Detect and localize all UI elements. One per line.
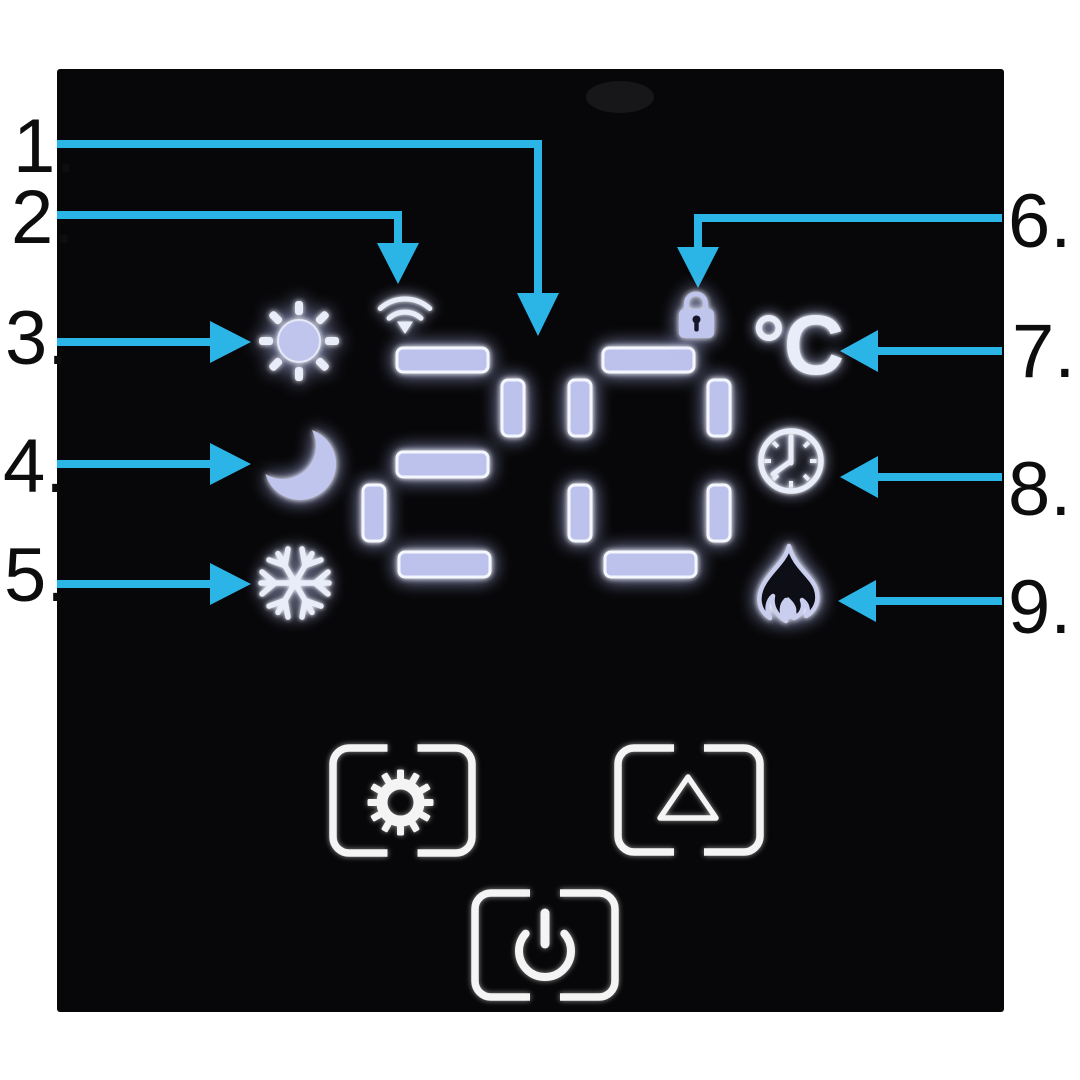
callout-arrow-1-temperature [57, 140, 559, 336]
callout-label-4: 4. [3, 424, 66, 509]
callout-arrow-3-sun [57, 321, 251, 363]
celsius-icon: °C [752, 298, 845, 392]
callout-arrow-2-wifi [57, 211, 419, 284]
temperature-digit-segment [361, 483, 387, 543]
temperature-digit-segment [706, 483, 732, 543]
callout-arrow-4-moon [57, 443, 251, 485]
callout-arrow-8-clock [840, 456, 1002, 498]
callout-label-8: 8. [1008, 447, 1071, 532]
callout-arrow-6-lock [677, 214, 1002, 288]
power-button[interactable] [471, 889, 619, 1001]
callout-label-1: 1. [13, 104, 76, 189]
callout-label-3: 3. [5, 296, 68, 381]
wifi-icon [377, 296, 433, 334]
temperature-digit-segment [500, 378, 526, 438]
temperature-digit-segment [567, 483, 593, 543]
celsius-unit-text: °C [752, 298, 843, 392]
callout-label-7: 7. [1012, 309, 1075, 394]
up-button[interactable] [614, 744, 764, 856]
sun-icon [259, 301, 339, 381]
snowflake-icon [258, 546, 332, 620]
panel-smudge-artifact [586, 81, 654, 113]
callout-label-2: 2. [11, 175, 74, 260]
temperature-digit-segment [395, 450, 490, 479]
thermostat-panel [57, 69, 1004, 1012]
gear-icon [367, 769, 434, 836]
temperature-digit-segment [601, 346, 696, 374]
power-icon [515, 908, 575, 981]
callout-arrow-7-celsius [840, 330, 1002, 372]
clock-icon [758, 428, 824, 494]
callout-label-5: 5. [4, 533, 67, 618]
temperature-display [361, 346, 732, 579]
temperature-digit-segment [397, 550, 492, 579]
settings-button[interactable] [329, 744, 476, 857]
lock-icon [679, 291, 714, 338]
callout-arrows [57, 140, 1002, 622]
flame-icon [757, 543, 820, 624]
temperature-digit-segment [603, 550, 698, 579]
callout-label-9: 9. [1008, 565, 1071, 650]
moon-icon [264, 428, 336, 500]
triangle-up-icon [657, 774, 719, 821]
callout-arrow-9-flame [838, 580, 1002, 622]
temperature-digit-segment [567, 378, 593, 438]
callout-label-6: 6. [1008, 179, 1071, 264]
temperature-digit-segment [706, 378, 732, 438]
callout-labels: 1. 2. 3. 4. 5. 6. 7. 8. 9. [3, 104, 1075, 650]
temperature-digit-segment [395, 346, 490, 374]
callout-arrow-5-snowflake [57, 563, 251, 605]
